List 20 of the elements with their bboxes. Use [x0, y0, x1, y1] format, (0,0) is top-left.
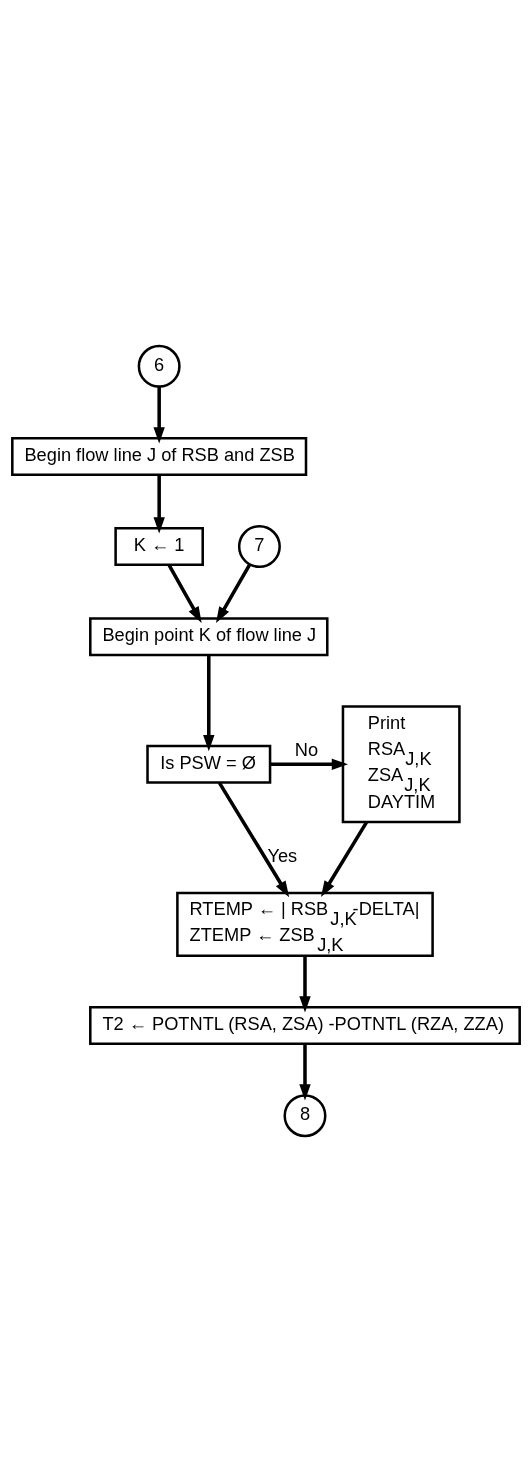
arrow — [270, 758, 348, 770]
node-circle: 7 — [237, 524, 281, 568]
arrow — [167, 563, 202, 623]
node-circle: 6 — [137, 344, 181, 388]
node-box: Begin flow line J of RSB and ZSB — [11, 436, 308, 476]
node-box: T2 ← POTNTL (RSA, ZSA) -POTNTL (RZA, ZZA) — [89, 1005, 521, 1045]
arrow — [217, 781, 290, 897]
arrow — [203, 654, 215, 751]
arrow — [299, 955, 311, 1013]
arrow — [320, 820, 368, 897]
edge-label: No — [294, 739, 319, 760]
node-circle: 8 — [283, 1093, 327, 1137]
edge-label: Yes — [267, 845, 298, 866]
node-box: Is PSW = Ø — [146, 744, 272, 784]
arrow — [153, 386, 165, 443]
node-box: K ← 1 — [114, 526, 204, 566]
arrow — [216, 563, 252, 623]
arrow — [153, 474, 165, 534]
arrow — [299, 1043, 311, 1101]
node-box: Begin point K of flow line J — [89, 616, 329, 656]
